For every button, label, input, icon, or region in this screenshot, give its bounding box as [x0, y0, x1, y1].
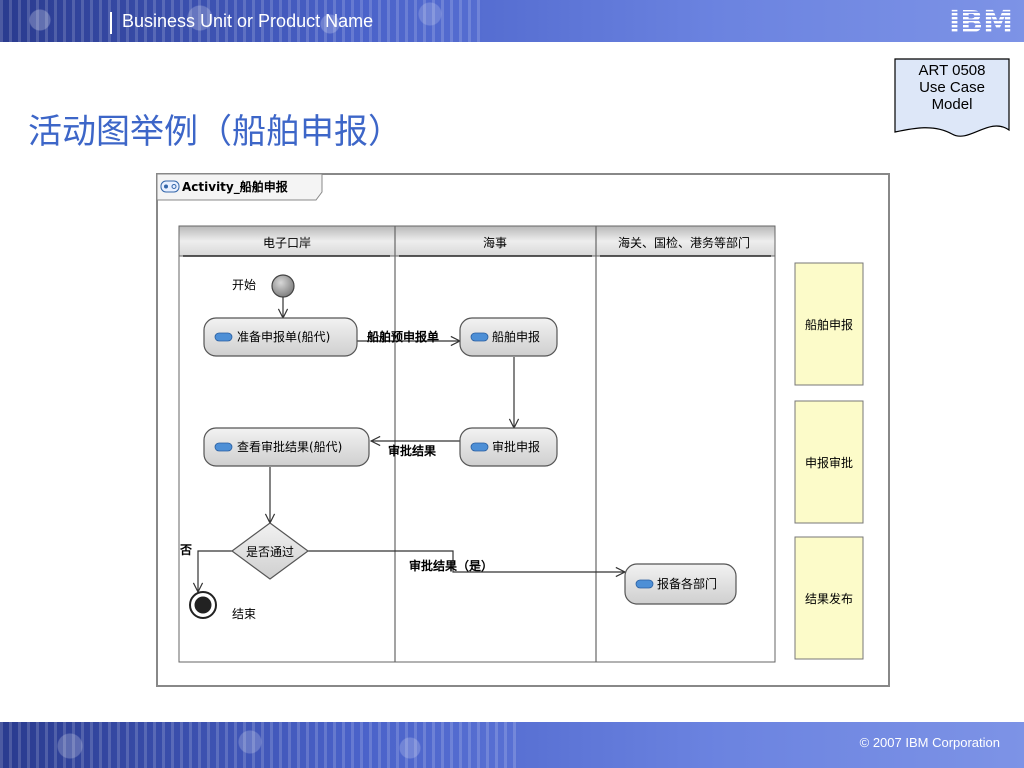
lane-header-bar — [178, 225, 776, 257]
phase-box-publish: 结果发布 — [794, 536, 864, 660]
flow-label-approval-result: 审批结果 — [388, 443, 436, 458]
activity-frame-icon — [160, 180, 180, 193]
start-label: 开始 — [232, 278, 256, 292]
phase-label: 结果发布 — [805, 591, 853, 606]
badge-line-2: Use Case — [919, 79, 985, 96]
action-approve-declaration: 审批申报 — [459, 427, 558, 467]
end-label: 结束 — [232, 607, 256, 621]
decision-node: 是否通过 — [230, 522, 310, 580]
frame-tab — [156, 173, 323, 201]
action-label: 准备申报单(船代) — [237, 329, 330, 344]
action-icon — [214, 332, 233, 342]
lane-title-e-port: 电子口岸 — [263, 236, 311, 250]
lane-title-maritime: 海事 — [483, 235, 507, 250]
action-icon — [635, 579, 654, 589]
ibm-logo: IBM — [949, 5, 1013, 37]
footer-band: © 2007 IBM Corporation — [0, 722, 1024, 768]
header-band: Business Unit or Product Name IBM — [0, 0, 1024, 42]
action-label: 报备各部门 — [657, 576, 717, 591]
badge-line-3: Model — [931, 96, 973, 113]
action-prepare-declaration: 准备申报单(船代) — [203, 317, 358, 357]
action-label: 查看审批结果(船代) — [237, 439, 342, 454]
footer-pattern — [0, 722, 520, 768]
badge-line-1: ART 0508 — [918, 62, 986, 79]
slide-title: 活动图举例（船舶申报） — [28, 112, 402, 152]
flow-label-yes: 审批结果（是） — [409, 558, 493, 573]
document-badge-icon — [894, 58, 1010, 137]
end-node — [189, 591, 217, 619]
svg-text:IBM: IBM — [949, 5, 1013, 37]
start-node — [271, 274, 295, 298]
header-separator — [110, 12, 112, 34]
flow-label-no: 否 — [179, 543, 192, 557]
action-view-result: 查看审批结果(船代) — [203, 427, 370, 467]
phase-box-approval: 申报审批 — [794, 400, 864, 524]
copyright-text: © 2007 IBM Corporation — [859, 735, 1000, 750]
lane-title-departments: 海关、国检、港务等部门 — [618, 235, 750, 250]
action-ship-declaration: 船舶申报 — [459, 317, 558, 357]
frame-title: Activity_船舶申报 — [182, 179, 288, 195]
action-icon — [470, 442, 489, 452]
flow-label-pre-declaration: 船舶预申报单 — [367, 329, 439, 344]
phase-label: 申报审批 — [805, 455, 853, 470]
header-pattern — [0, 0, 480, 42]
action-label: 审批申报 — [492, 439, 540, 454]
business-unit-name: Business Unit or Product Name — [122, 11, 374, 31]
decision-label: 是否通过 — [246, 545, 294, 559]
action-report-departments: 报备各部门 — [624, 563, 737, 605]
action-icon — [214, 442, 233, 452]
action-label: 船舶申报 — [492, 329, 540, 344]
phase-label: 船舶申报 — [805, 317, 853, 332]
action-icon — [470, 332, 489, 342]
phase-box-declaration: 船舶申报 — [794, 262, 864, 386]
document-badge-text: ART 0508 Use Case Model — [894, 62, 1010, 113]
